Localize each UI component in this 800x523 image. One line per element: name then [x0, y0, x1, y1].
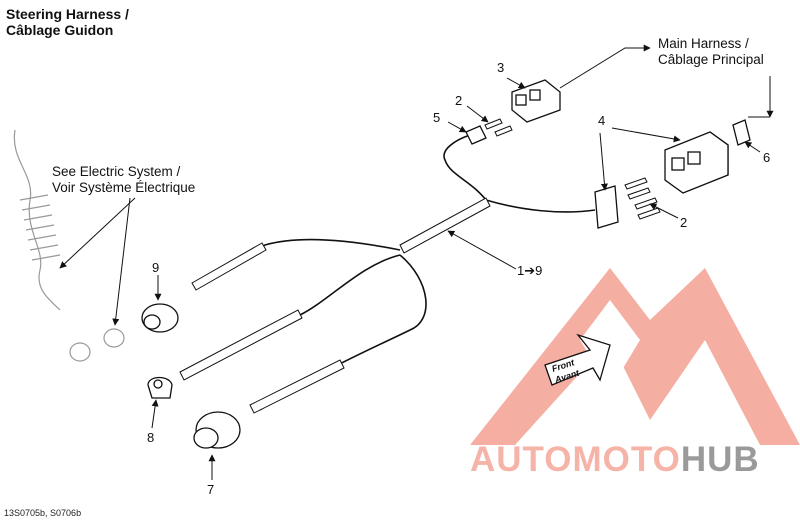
leader-lines	[59, 44, 774, 480]
seal-6	[732, 119, 751, 146]
main-harness-line-1: Main Harness /	[658, 36, 749, 51]
electric-system-callout: See Electric System / Voir Système Élect…	[52, 164, 195, 196]
plug-4	[594, 185, 619, 229]
watermark-logo	[470, 268, 800, 445]
sheaths	[179, 197, 491, 414]
switch-9	[141, 303, 179, 333]
watermark-text: AUTOMOTOHUB	[470, 440, 760, 480]
part-number-5: 5	[433, 110, 441, 125]
electric-line-1: See Electric System /	[52, 164, 181, 179]
switch-8	[147, 376, 173, 399]
coiled-cable	[13, 129, 125, 362]
main-harness-line-2: Câblage Principal	[658, 52, 764, 67]
part-number-2-upper: 2	[455, 93, 463, 108]
terminals-2-upper	[484, 118, 513, 137]
switch-7	[193, 411, 241, 449]
title-line-2: Câblage Guidon	[6, 22, 114, 38]
electric-line-2: Voir Système Électrique	[52, 180, 196, 195]
title-line-1: Steering Harness /	[6, 6, 129, 22]
part-number-9: 9	[152, 260, 160, 275]
part-number-2-lower: 2	[680, 215, 688, 230]
part-number-4: 4	[598, 113, 606, 128]
terminals-2-lower	[624, 177, 661, 220]
connector-4	[664, 131, 729, 194]
wire-harness	[189, 134, 596, 411]
part-number-1-9: 1➔9	[517, 263, 543, 278]
diagram-title: Steering Harness / Câblage Guidon	[6, 6, 129, 38]
part-number-7: 7	[207, 482, 215, 497]
seal-5	[465, 125, 487, 145]
main-harness-callout: Main Harness / Câblage Principal	[658, 36, 764, 68]
front-direction-arrow: Front Avant	[544, 333, 611, 386]
part-number-8: 8	[147, 430, 155, 445]
watermark-part-2: HUB	[680, 440, 760, 479]
part-number-3: 3	[497, 60, 505, 75]
part-number-6: 6	[763, 150, 771, 165]
watermark-part-1: AUTOMOTO	[470, 440, 681, 479]
connector-3	[511, 79, 561, 123]
figure-reference: 13S0705b, S0706b	[4, 508, 82, 518]
